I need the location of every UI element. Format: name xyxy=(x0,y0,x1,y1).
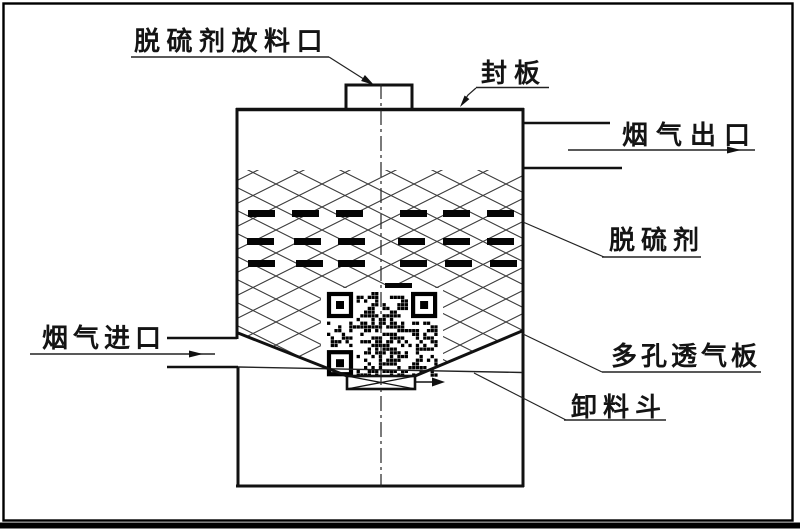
bed-lance-dashes xyxy=(247,210,517,289)
label-porous-plate: 多孔透气板 xyxy=(611,342,762,371)
discharge-hopper-cone xyxy=(237,329,523,378)
label-discharge-hopper: 卸料斗 xyxy=(571,393,668,422)
discharge-arrow-icon xyxy=(415,377,445,387)
callout-arrowheads xyxy=(189,75,741,358)
absorbent-bed-hatch xyxy=(238,170,522,375)
label-seal-plate: 封板 xyxy=(481,59,548,88)
label-flue-gas-outlet: 烟气出口 xyxy=(622,121,759,150)
top-feed-nozzle xyxy=(344,83,414,109)
flue-gas-inlet-duct xyxy=(167,336,238,369)
qr-watermark-icon xyxy=(321,288,443,380)
label-flue-gas-inlet: 烟气进口 xyxy=(42,324,167,353)
label-absorbent: 脱硫剂 xyxy=(609,226,706,255)
label-absorbent-feed-port: 脱硫剂放料口 xyxy=(134,27,330,56)
vessel-shell xyxy=(235,107,525,488)
flue-gas-outlet-duct xyxy=(524,121,622,170)
porous-plate-line xyxy=(237,366,523,374)
